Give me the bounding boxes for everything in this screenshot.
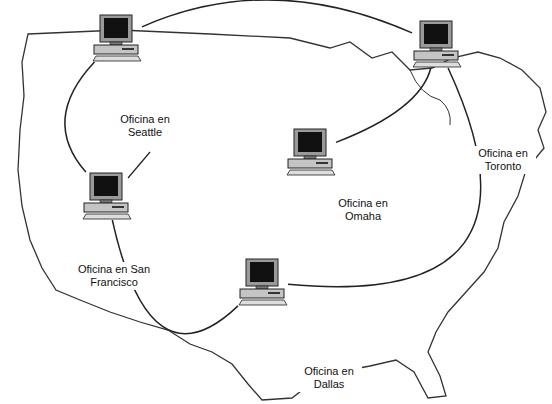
- office-label: Oficina en San Francisco: [70, 262, 158, 290]
- office-computer: [412, 20, 462, 68]
- office-computer: [238, 258, 288, 306]
- office-label: Oficina en Omaha: [330, 196, 396, 224]
- network-cable: [336, 68, 431, 142]
- leader-line: [128, 152, 150, 178]
- network-cable: [65, 62, 95, 172]
- computer-icon: [238, 258, 288, 306]
- computer-icon: [92, 14, 142, 62]
- computer-icon: [82, 172, 132, 220]
- network-cable: [142, 0, 412, 33]
- office-computer: [286, 128, 336, 176]
- computer-icon: [412, 20, 462, 68]
- office-computer: [82, 172, 132, 220]
- network-cable: [288, 68, 481, 287]
- office-computer: [92, 14, 142, 62]
- office-label: Oficina en Seattle: [112, 112, 178, 140]
- office-label: Oficina en Toronto: [470, 146, 536, 174]
- lake-outline: [410, 70, 450, 125]
- computer-icon: [286, 128, 336, 176]
- office-label: Oficina en Dallas: [296, 364, 362, 392]
- us-map: [18, 30, 546, 400]
